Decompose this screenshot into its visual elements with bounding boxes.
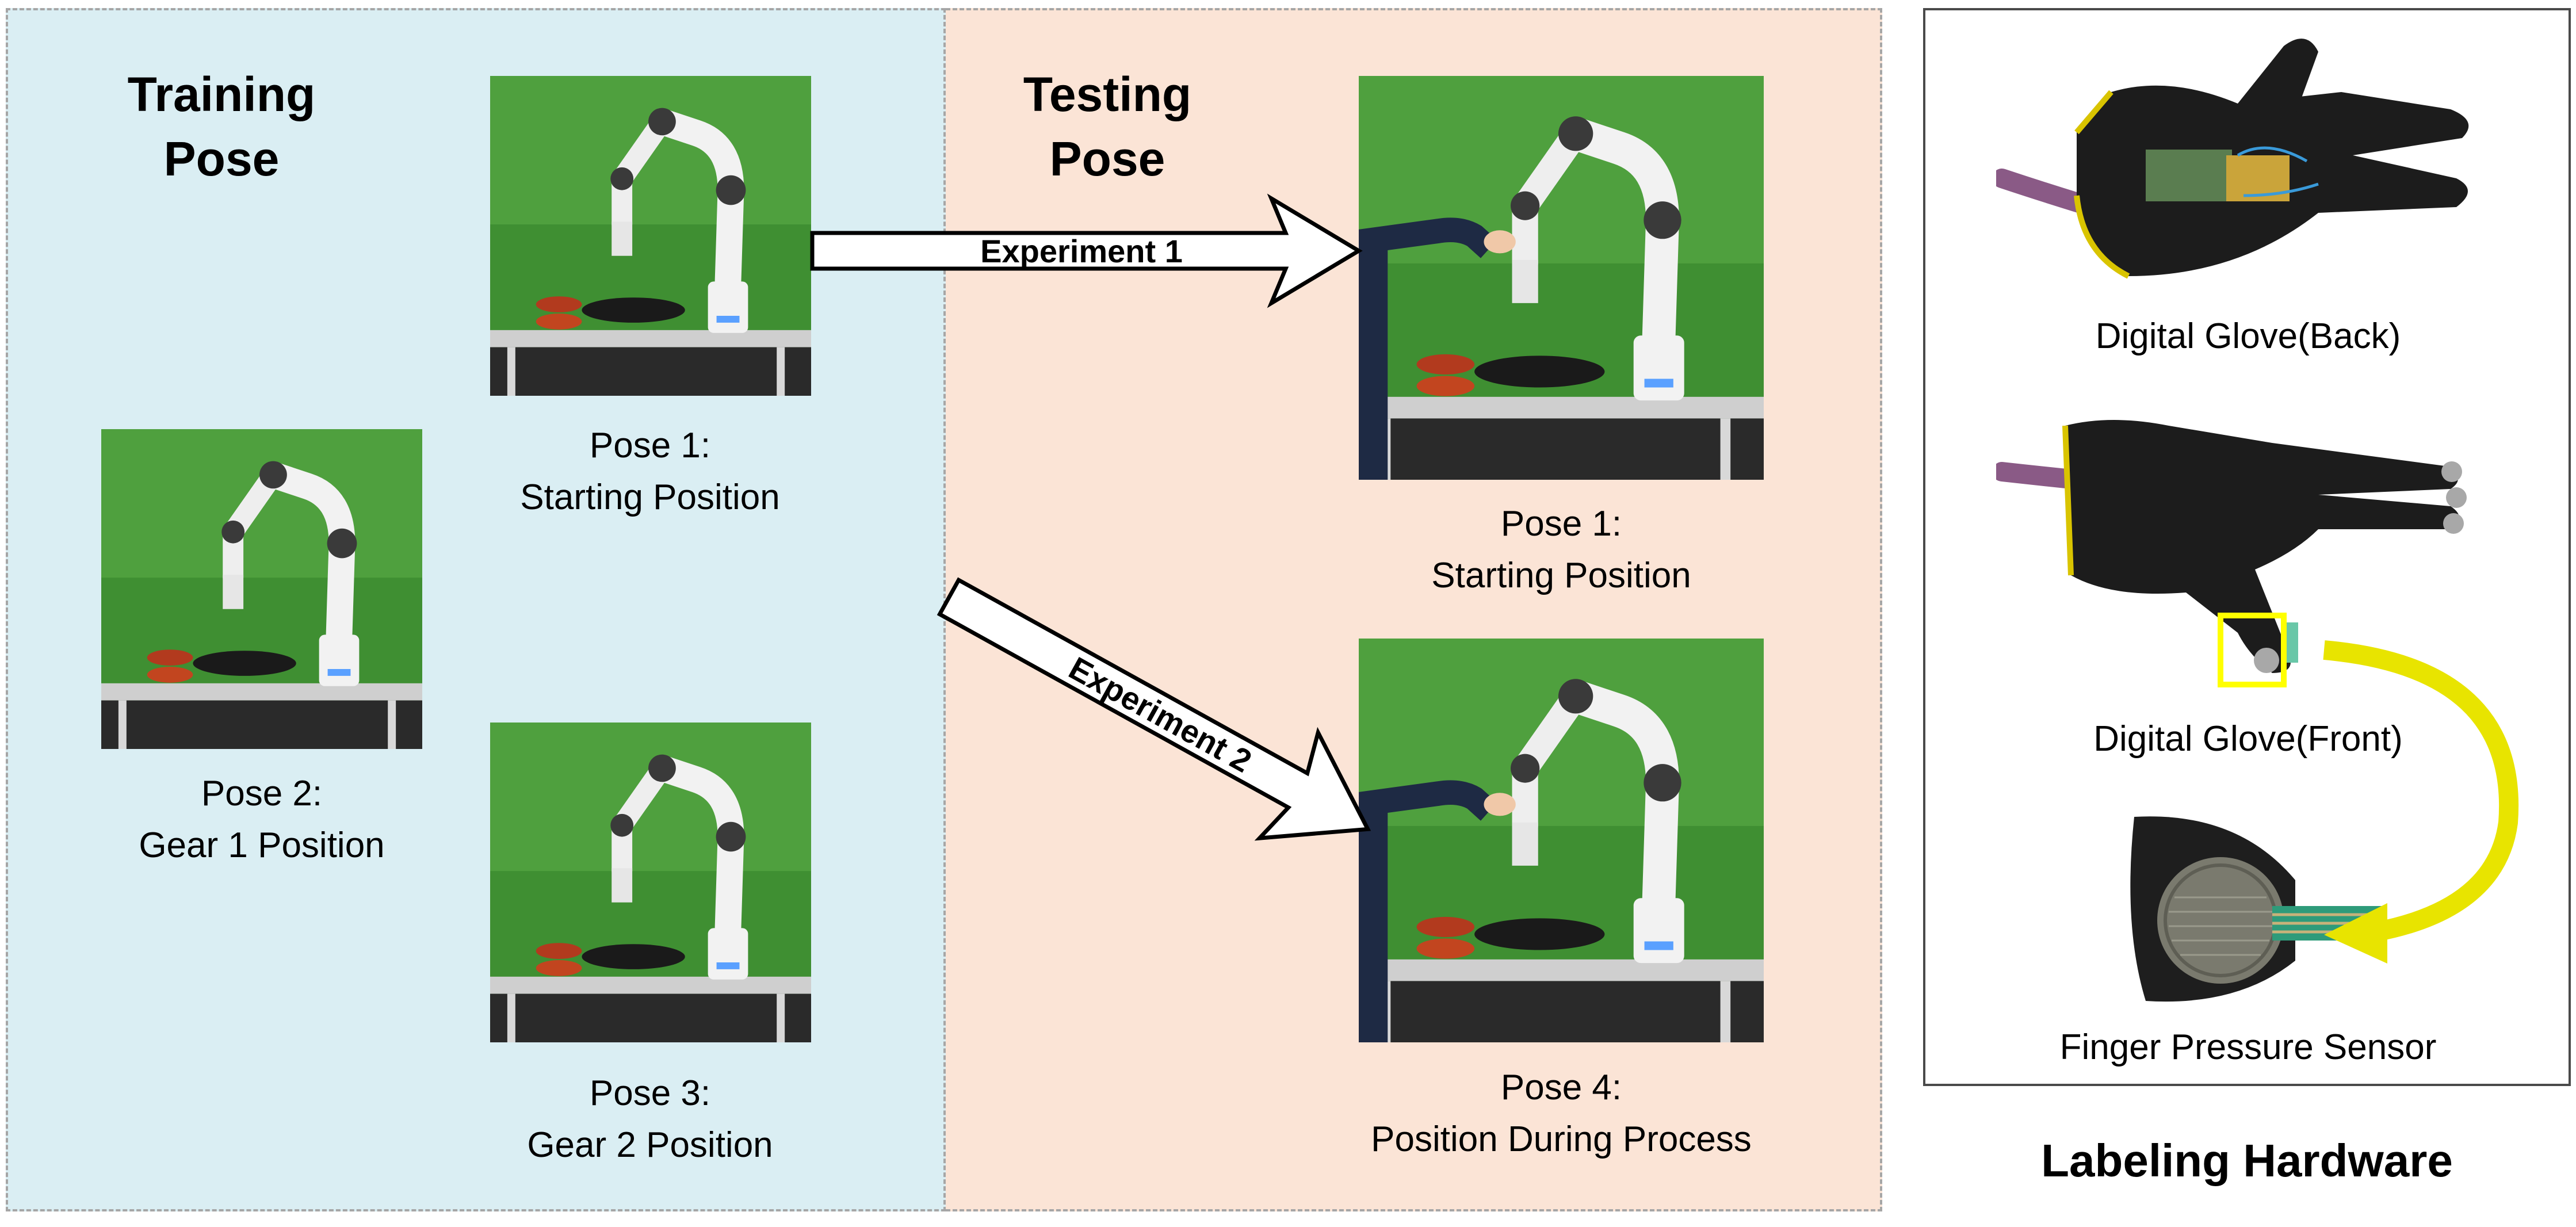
yellow-curved-arrow [2323, 640, 2519, 964]
photo-train-pose1 [490, 76, 811, 396]
digital-glove-back-image [1996, 23, 2502, 299]
hardware-title: Labeling Hardware [2041, 1135, 2453, 1186]
caption-train-pose3: Pose 3: Gear 2 Position [527, 1073, 773, 1165]
photo-train-pose2 [101, 429, 422, 749]
caption-test-pose1: Pose 1: Starting Position [1431, 504, 1691, 595]
photo-test-pose4 [1359, 639, 1764, 1042]
sensor-label: Finger Pressure Sensor [2059, 1027, 2437, 1067]
robot-arm-image [490, 723, 811, 1042]
digital-glove-front-image [1996, 403, 2502, 725]
robot-arm-image [490, 76, 811, 396]
glove-front-label: Digital Glove(Front) [2093, 719, 2403, 759]
testing-heading: Testing Pose [1023, 67, 1192, 186]
photo-test-pose1 [1359, 76, 1764, 480]
sensor-highlight-box [2218, 613, 2287, 687]
photo-train-pose3 [490, 723, 811, 1042]
robot-arm-image [1359, 76, 1764, 480]
robot-arm-image [101, 429, 422, 749]
training-heading: Training Pose [127, 67, 316, 186]
caption-test-pose4: Pose 4: Position During Process [1371, 1068, 1752, 1159]
caption-train-pose1: Pose 1: Starting Position [520, 426, 780, 517]
caption-train-pose2: Pose 2: Gear 1 Position [139, 774, 385, 865]
robot-arm-image [1359, 639, 1764, 1042]
glove-back-label: Digital Glove(Back) [2095, 316, 2401, 356]
